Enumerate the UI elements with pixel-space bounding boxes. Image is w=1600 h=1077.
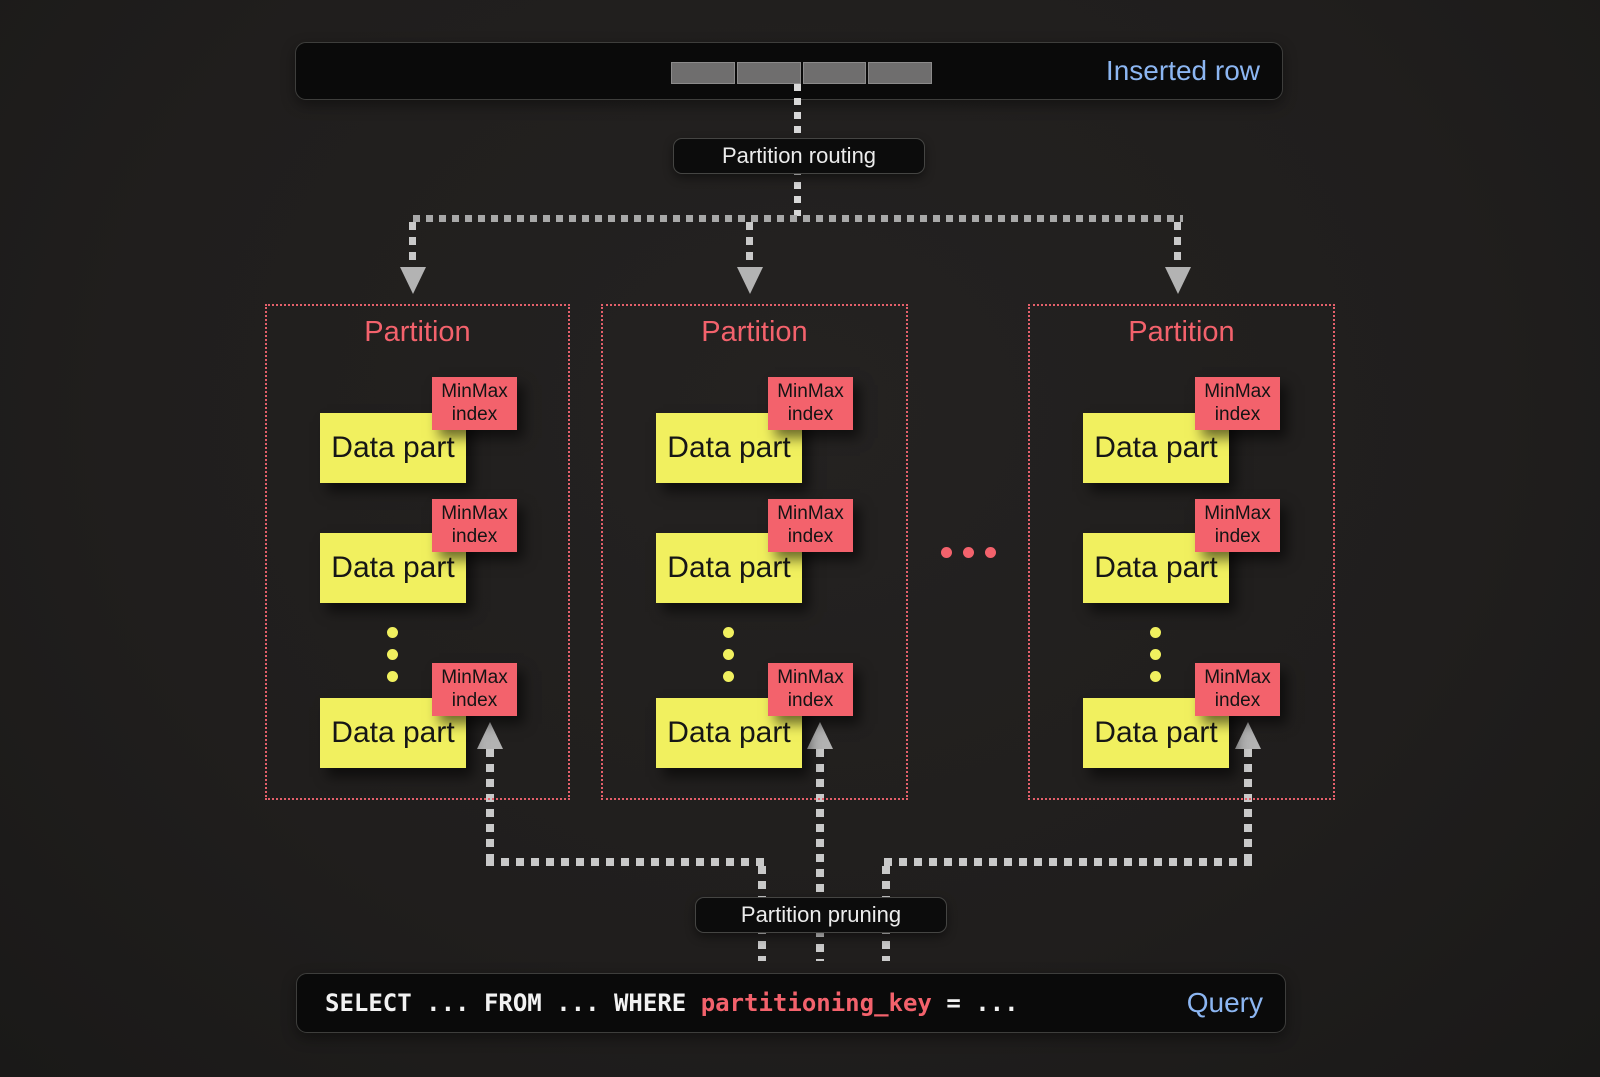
- pruning-connector-left: [486, 858, 767, 866]
- arrow-up-head-3: [1235, 722, 1261, 749]
- partitions-ellipsis: [941, 547, 996, 558]
- query-box: SELECT ... FROM ... WHERE partitioning_k…: [296, 973, 1286, 1033]
- arrow-down-head-2: [737, 267, 763, 294]
- partition-pruning-label: Partition pruning: [695, 897, 947, 933]
- minmax-index-tag: MinMax index: [432, 663, 517, 716]
- partition-1: Partition MinMax index Data part MinMax …: [265, 304, 570, 800]
- arrow-down-line-2: [746, 222, 753, 268]
- minmax-index-tag: MinMax index: [432, 499, 517, 552]
- ellipsis-dots-vertical: [387, 627, 398, 693]
- arrow-up-head-1: [477, 722, 503, 749]
- query-code: SELECT ... FROM ... WHERE partitioning_k…: [325, 974, 1019, 1032]
- arrow-up-line-1: [486, 749, 494, 863]
- partition-routing-label: Partition routing: [673, 138, 925, 174]
- minmax-index-tag: MinMax index: [1195, 499, 1280, 552]
- partition-routing-text: Partition routing: [721, 143, 877, 168]
- data-part-box: Data part: [1083, 413, 1229, 483]
- arrow-down-head-1: [400, 267, 426, 294]
- pruning-connector-right: [884, 858, 1252, 866]
- minmax-index-tag: MinMax index: [1195, 663, 1280, 716]
- data-part-box: Data part: [320, 698, 466, 768]
- inserted-row-bar: [671, 62, 932, 84]
- minmax-index-tag: MinMax index: [432, 377, 517, 430]
- arrow-down-line-1: [409, 222, 416, 268]
- minmax-index-tag: MinMax index: [768, 499, 853, 552]
- inserted-row-label: Inserted row: [1105, 55, 1260, 86]
- partition-title: Partition: [701, 316, 808, 348]
- inserted-row-box: Inserted row: [295, 42, 1283, 100]
- arrow-down-head-3: [1165, 267, 1191, 294]
- row-cell: [868, 62, 932, 84]
- arrow-up-head-2: [807, 722, 833, 749]
- partition-title: Partition: [364, 316, 471, 348]
- ellipsis-dots-vertical: [1150, 627, 1161, 693]
- query-code-before: SELECT ... FROM ... WHERE: [325, 989, 701, 1017]
- minmax-index-tag: MinMax index: [1195, 377, 1280, 430]
- query-code-after: = ...: [931, 989, 1019, 1017]
- partition-2: Partition MinMax index Data part MinMax …: [601, 304, 908, 800]
- arrow-up-line-2: [816, 749, 824, 961]
- partition-pruning-text: Partition pruning: [740, 902, 902, 927]
- row-cell: [802, 62, 867, 84]
- partition-3: Partition MinMax index Data part MinMax …: [1028, 304, 1335, 800]
- distribution-line: [413, 215, 1183, 222]
- row-cell: [671, 62, 735, 84]
- row-cell: [736, 62, 801, 84]
- arrow-down-line-3: [1174, 222, 1181, 268]
- partition-title: Partition: [1128, 316, 1235, 348]
- ellipsis-dots-vertical: [723, 627, 734, 693]
- minmax-index-tag: MinMax index: [768, 377, 853, 430]
- arrow-up-line-3: [1244, 749, 1252, 863]
- minmax-index-tag: MinMax index: [768, 663, 853, 716]
- partitioning-key-token: partitioning_key: [700, 989, 932, 1017]
- query-label: Query: [1186, 987, 1263, 1018]
